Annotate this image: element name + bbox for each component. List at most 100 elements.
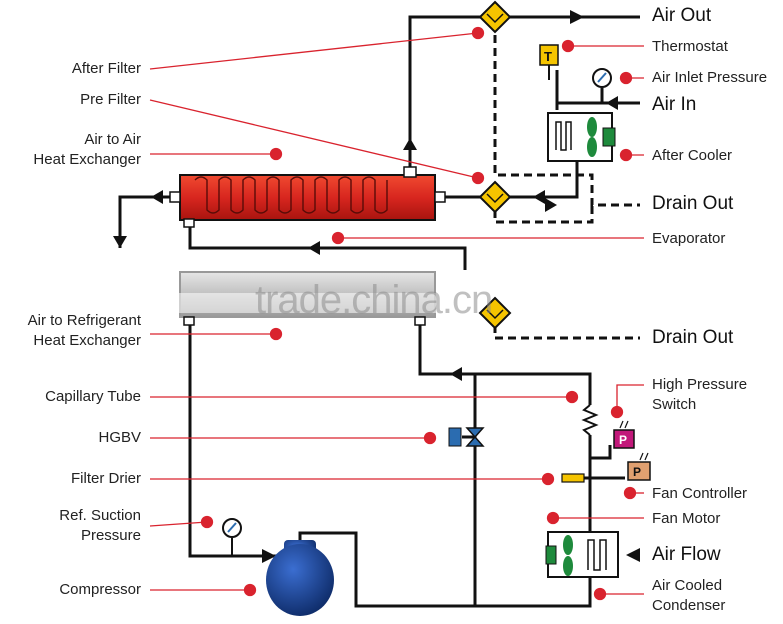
label-air-out-text: Air Out bbox=[652, 5, 712, 26]
compressor bbox=[266, 540, 334, 616]
label-compressor-text: Compressor bbox=[59, 581, 141, 598]
after-filter bbox=[478, 0, 512, 34]
label-drain-out-1-text: Drain Out bbox=[652, 193, 734, 214]
leader-dot-ref-suction bbox=[200, 515, 214, 529]
label-thermostat: Thermostat bbox=[652, 37, 728, 57]
label-ref-suction: Ref. Suction Pressure bbox=[59, 506, 141, 546]
arrow-evaporator bbox=[308, 241, 320, 255]
arrow-left-exchanger bbox=[151, 190, 163, 204]
arrow-air-out bbox=[570, 10, 584, 24]
label-air-cooled-line1: Air Cooled bbox=[652, 577, 723, 594]
label-compressor: Compressor bbox=[59, 580, 141, 600]
label-hgbv: HGBV bbox=[98, 428, 141, 448]
air-inlet-pressure-gauge bbox=[592, 68, 612, 88]
high-pressure-switch: P bbox=[613, 420, 635, 449]
fan-controller: P bbox=[627, 452, 651, 481]
pre-filter bbox=[478, 180, 512, 214]
thermostat-letter: T bbox=[544, 49, 552, 64]
label-air-out: Air Out bbox=[652, 6, 711, 26]
leader-line-high-pressure bbox=[616, 384, 644, 410]
leader-dot-fan-controller bbox=[623, 486, 637, 500]
arrow-drain bbox=[545, 198, 557, 212]
air-to-air-heat-exchanger bbox=[169, 166, 446, 228]
leader-dot-air-to-ref bbox=[269, 327, 283, 341]
hgbv-valve bbox=[448, 427, 485, 447]
capillary-tube bbox=[581, 404, 599, 436]
label-air-inlet-pressure: Air Inlet Pressure bbox=[652, 68, 767, 88]
label-capillary-tube: Capillary Tube bbox=[45, 387, 141, 407]
label-evaporator: Evaporator bbox=[652, 229, 725, 249]
label-air-to-air: Air to Air Heat Exchanger bbox=[33, 130, 141, 170]
label-pre-filter-text: Pre Filter bbox=[80, 91, 141, 108]
leader-dot-capillary bbox=[565, 390, 579, 404]
label-fan-motor-text: Fan Motor bbox=[652, 510, 721, 527]
label-air-in: Air In bbox=[652, 95, 696, 115]
label-filter-drier-text: Filter Drier bbox=[71, 470, 141, 487]
leader-line-ref-suction bbox=[149, 521, 208, 527]
label-thermostat-text: Thermostat bbox=[652, 38, 728, 55]
label-fan-controller: Fan Controller bbox=[652, 484, 747, 504]
after-cooler bbox=[547, 112, 616, 162]
label-air-to-refrigerant: Air to Refrigerant Heat Exchanger bbox=[28, 311, 141, 351]
label-pre-filter: Pre Filter bbox=[80, 90, 141, 110]
leader-lines bbox=[149, 26, 644, 601]
label-air-to-ref-line2: Heat Exchanger bbox=[33, 332, 141, 349]
label-ref-suction-line1: Ref. Suction bbox=[59, 507, 141, 524]
leader-dot-compressor bbox=[243, 583, 257, 597]
label-after-filter-text: After Filter bbox=[71, 60, 141, 77]
label-evaporator-text: Evaporator bbox=[652, 230, 726, 247]
air-to-refrigerant-heat-exchanger bbox=[0, 271, 783, 326]
leader-line-after-filter bbox=[149, 32, 479, 70]
label-drain-out-2: Drain Out bbox=[652, 328, 733, 348]
label-air-cooled-line2: Condenser bbox=[652, 597, 726, 614]
label-air-to-ref-line1: Air to Refrigerant bbox=[27, 312, 141, 329]
pressure-switch-letter: P bbox=[619, 433, 627, 447]
leader-line-pre-filter bbox=[149, 99, 479, 179]
suction-pressure-gauge bbox=[222, 518, 242, 556]
arrow-down-left bbox=[113, 236, 127, 248]
label-high-pressure-switch: High Pressure Switch bbox=[652, 375, 747, 415]
label-air-to-air-line1: Air to Air bbox=[84, 131, 141, 148]
arrow-pre-filter bbox=[533, 190, 545, 204]
label-high-pressure-line1: High Pressure bbox=[652, 376, 748, 393]
leader-dot-hgbv bbox=[423, 431, 437, 445]
label-after-cooler-text: After Cooler bbox=[652, 147, 733, 164]
label-ref-suction-line2: Pressure bbox=[80, 527, 141, 544]
arrow-refrigerant bbox=[450, 367, 462, 381]
label-filter-drier: Filter Drier bbox=[71, 469, 141, 489]
label-air-flow: Air Flow bbox=[652, 545, 721, 565]
leader-dot-high-pressure bbox=[610, 405, 624, 419]
leader-dot-thermostat bbox=[561, 39, 575, 53]
arrow-up-outlet bbox=[403, 138, 417, 150]
arrow-air-in bbox=[606, 96, 618, 110]
air-cooled-condenser bbox=[545, 531, 619, 578]
arrow-compressor-in bbox=[262, 549, 276, 563]
label-capillary-text: Capillary Tube bbox=[45, 388, 141, 405]
label-after-filter: After Filter bbox=[72, 59, 141, 79]
flow-arrows bbox=[113, 10, 640, 563]
label-air-flow-text: Air Flow bbox=[652, 544, 721, 565]
label-after-cooler: After Cooler bbox=[652, 146, 732, 166]
filter-drier bbox=[561, 473, 585, 483]
drain-lines bbox=[493, 35, 640, 340]
leader-dot-evaporator bbox=[331, 231, 345, 245]
separator-filter bbox=[478, 296, 512, 330]
label-fan-controller-text: Fan Controller bbox=[652, 485, 748, 502]
label-drain-out-2-text: Drain Out bbox=[652, 327, 734, 348]
label-air-to-air-line2: Heat Exchanger bbox=[33, 151, 141, 168]
label-air-cooled-condenser: Air Cooled Condenser bbox=[652, 576, 725, 616]
label-air-in-text: Air In bbox=[652, 94, 697, 115]
fan-controller-letter: P bbox=[633, 465, 641, 479]
leader-dot-air-inlet bbox=[619, 71, 633, 85]
leader-dot-filter-drier bbox=[541, 472, 555, 486]
leader-dot-pre-filter bbox=[471, 171, 485, 185]
leader-dot-air-to-air bbox=[269, 147, 283, 161]
label-air-inlet-pressure-text: Air Inlet Pressure bbox=[652, 69, 768, 86]
leader-dot-air-cooled bbox=[593, 587, 607, 601]
leader-dot-fan-motor bbox=[546, 511, 560, 525]
leader-dot-after-cooler bbox=[619, 148, 633, 162]
label-fan-motor: Fan Motor bbox=[652, 509, 720, 529]
label-hgbv-text: HGBV bbox=[98, 429, 141, 446]
